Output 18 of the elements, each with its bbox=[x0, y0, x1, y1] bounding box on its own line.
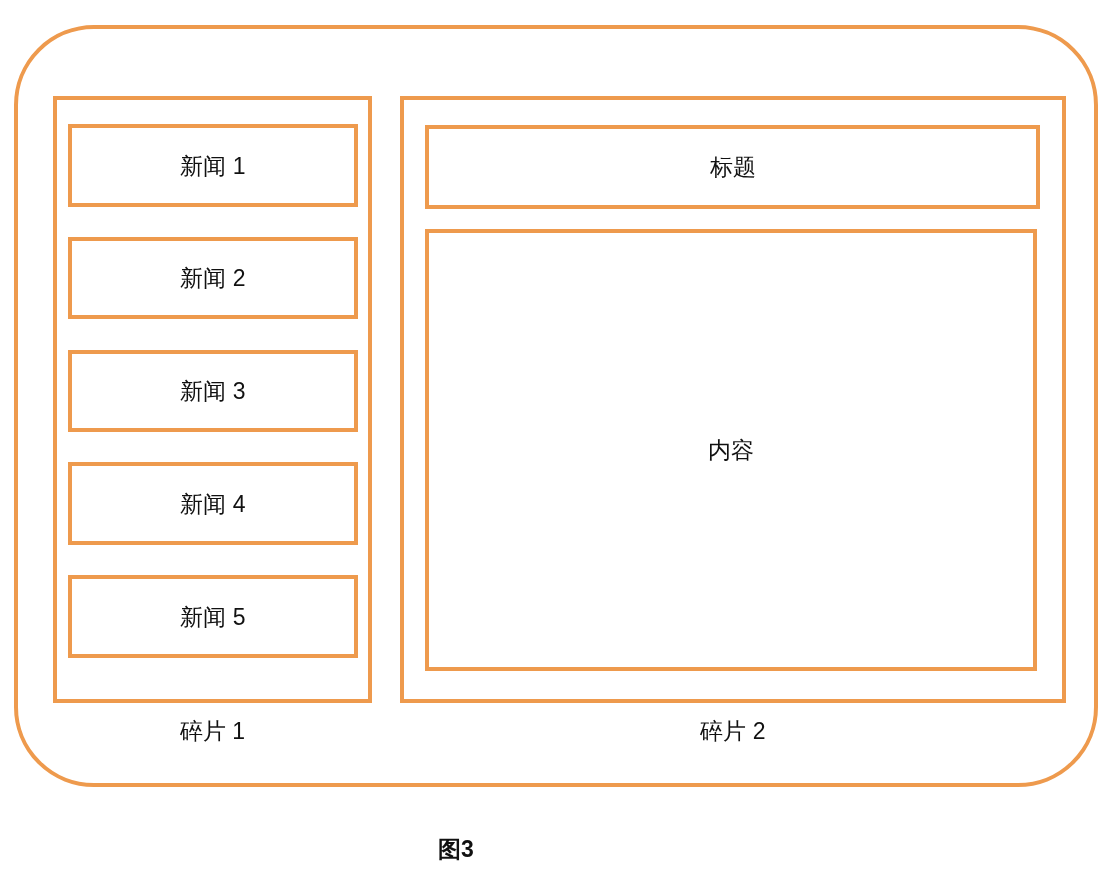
box-label: 标题 bbox=[708, 153, 757, 181]
content-box bbox=[68, 124, 358, 207]
content-box bbox=[68, 575, 358, 658]
box-label: 新闻 3 bbox=[179, 377, 247, 405]
box-label: 新闻 4 bbox=[179, 489, 247, 518]
content-box bbox=[425, 125, 1040, 209]
box-label: 新闻 1 bbox=[179, 151, 247, 180]
content-box bbox=[425, 229, 1037, 671]
rounded-frame bbox=[14, 25, 1098, 787]
content-box bbox=[68, 237, 358, 319]
content-box bbox=[68, 350, 358, 432]
panel-label: 碎片 1 bbox=[178, 717, 247, 745]
box-label: 新闻 5 bbox=[179, 602, 247, 631]
figure-caption: 图3 bbox=[437, 835, 475, 864]
box-label: 新闻 2 bbox=[179, 264, 247, 292]
panel-label: 碎片 2 bbox=[699, 717, 767, 745]
content-box bbox=[68, 462, 358, 545]
box-label: 内容 bbox=[707, 436, 755, 464]
